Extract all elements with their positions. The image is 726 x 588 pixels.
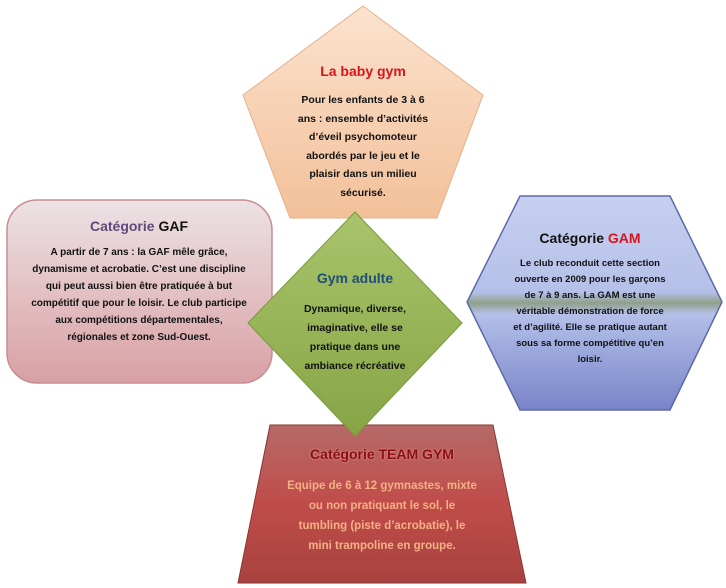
- hexagon-shape: [466, 195, 723, 411]
- text-line: véritable démonstration de force: [516, 306, 664, 317]
- gaf-title: Catégorie GAF: [14, 218, 264, 234]
- gaf-text: A partir de 7 ans : la GAF mêle grâce, d…: [14, 244, 264, 346]
- text-line: dynamisme et acrobatie. C’est une discip…: [32, 264, 246, 275]
- text-line: loisir.: [577, 354, 603, 365]
- text-line: ou non pratiquant le sol, le: [308, 500, 456, 512]
- text-line: qui peut aussi bien être pratiquée à but: [45, 281, 233, 292]
- text-line: de 7 à 9 ans. La GAM est une: [524, 290, 656, 301]
- gam-panel: Catégorie GAM Le club reconduit cette se…: [495, 230, 685, 368]
- team-gym-panel: Catégorie TEAM GYM Equipe de 6 à 12 gymn…: [262, 446, 502, 556]
- gam-title-prefix: Catégorie: [539, 230, 604, 246]
- text-line: Pour les enfants de 3 à 6: [301, 94, 425, 106]
- rounded-rect-shape: [6, 199, 273, 384]
- team-gym-title: Catégorie TEAM GYM: [310, 446, 454, 462]
- gaf-title-prefix: Catégorie: [89, 218, 155, 234]
- text-line: ans : ensemble d’activités: [297, 112, 429, 125]
- gam-text: Le club reconduit cette section ouverte …: [495, 256, 685, 368]
- gaf-title-suffix: GAF: [158, 218, 189, 234]
- text-line: Dynamique, diverse,: [303, 303, 407, 315]
- gam-title: Catégorie GAM: [495, 230, 685, 246]
- text-line: compétitif que pour le loisir. Le club p…: [31, 298, 247, 309]
- trapezoid-shape: [237, 424, 527, 584]
- text-line: Equipe de 6 à 12 gymnastes, mixte: [287, 480, 477, 492]
- gaf-panel: Catégorie GAF A partir de 7 ans : la GAF…: [14, 218, 264, 346]
- gam-title-suffix: GAM: [607, 230, 641, 246]
- gym-adulte-panel: Gym adulte Dynamique, diverse, imaginati…: [290, 270, 420, 376]
- text-line: sécurisé.: [340, 186, 386, 199]
- text-line: sous sa forme compétitive qu’en: [516, 338, 664, 349]
- team-gym-text: Equipe de 6 à 12 gymnastes, mixte ou non…: [262, 476, 502, 556]
- text-line: Le club reconduit cette section: [520, 258, 660, 269]
- pentagon-shape: [242, 5, 484, 219]
- gym-adulte-text: Dynamique, diverse, imaginative, elle se…: [290, 300, 420, 376]
- baby-gym-title: La baby gym: [320, 63, 406, 79]
- gym-adulte-title: Gym adulte: [316, 270, 394, 286]
- text-line: d’éveil psychomoteur: [309, 131, 417, 143]
- text-line: tumbling (piste d’acrobatie), le: [298, 520, 466, 532]
- text-line: ouverte en 2009 pour les garçons: [514, 274, 666, 285]
- baby-gym-panel: La baby gym Pour les enfants de 3 à 6 an…: [263, 63, 463, 202]
- text-line: et d’agilité. Elle se pratique autant: [513, 322, 667, 333]
- text-line: mini trampoline en groupe.: [308, 540, 456, 552]
- text-line: plaisir dans un milieu: [309, 168, 417, 180]
- text-line: abordés par le jeu et le: [306, 149, 420, 162]
- text-line: A partir de 7 ans : la GAF mêle grâce,: [50, 247, 228, 258]
- text-line: imaginative, elle se: [307, 322, 403, 334]
- text-line: ambiance récréative: [304, 360, 406, 372]
- baby-gym-text: Pour les enfants de 3 à 6 ans : ensemble…: [263, 91, 463, 202]
- text-line: pratique dans une: [309, 341, 401, 353]
- diamond-shape: [247, 211, 463, 437]
- text-line: régionales et zone Sud-Ouest.: [67, 332, 211, 343]
- text-line: aux compétitions départementales,: [55, 315, 223, 326]
